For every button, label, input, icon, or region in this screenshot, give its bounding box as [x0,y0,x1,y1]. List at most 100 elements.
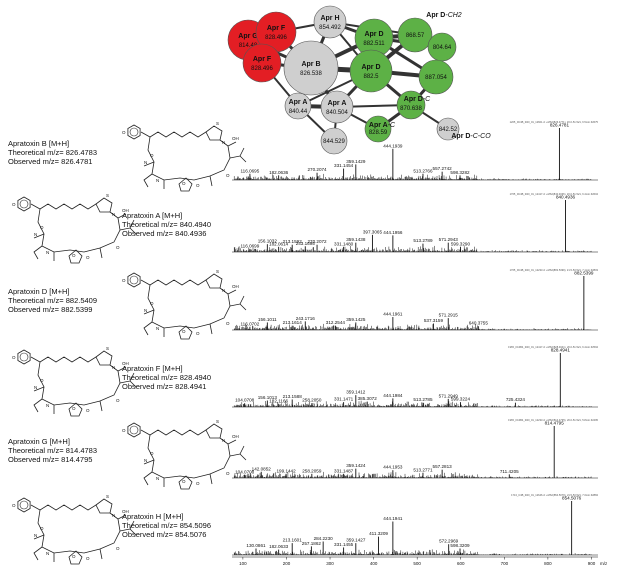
peak-label: 599.3224 [451,397,471,402]
peak-label: 116.0702 [240,321,259,326]
atom-label: O [116,398,120,403]
network-node-value: 804.64 [433,45,452,51]
peak-label: 513.2771 [413,467,433,472]
caption-name: Apratoxin B [M+H] [8,139,69,148]
network-node-name: Apr D [361,64,380,71]
peak-label: 557.2813 [433,464,453,469]
aromatic-circle [19,199,29,209]
atom-label: O [182,181,186,186]
atom-label: OH [232,284,239,289]
aromatic-circle [19,352,29,362]
peak-label: 814.4795 [545,421,565,426]
spectrum-noise [233,245,592,252]
network-node-value: 882.5 [363,74,379,80]
spectrum: 1765_0C4B_R40_01_12233.d: +MS2(882.5399)… [232,268,599,331]
network-node-circle [320,127,348,155]
peak-label: 104.0708 [235,469,255,474]
caption-name: Apratoxin G [M+H] [8,437,70,446]
network-node-name: Apr D-C-CO [451,133,491,140]
atom-label: OH [232,136,239,141]
network-node-circle [436,117,460,141]
peak-label: 130.0861 [246,543,266,548]
atom-label: N [222,438,225,443]
network-node: 887.054 [418,59,454,95]
peak-label: 331.1487 [334,468,354,473]
peak-label: 854.5076 [562,496,582,501]
atom-label: O [12,355,16,360]
compound-caption: Apratoxin F [M+H]Theoretical m/z= 828.49… [122,364,211,391]
macrocycle [147,434,231,479]
peak-label: 270.2074 [307,167,327,172]
atom-label: N [46,403,49,408]
proline-ring [68,402,83,417]
atom-label: O [196,481,200,486]
peak-label: 385.3072 [358,396,378,401]
peak-label: 104.0708 [235,398,255,403]
spectrum: 1965_0C4B4_R40_01_12233.d: +MS2(814.4795… [232,418,599,479]
network-node-value: 868.57 [406,33,425,39]
atom-label: OH [122,509,129,514]
peak-label: 571.2943 [439,237,459,242]
atom-label: O [196,331,200,336]
caption-name: Apratoxin F [M+H] [122,364,183,373]
network-node-circle [349,49,393,93]
spectrum: 1765_0C4B_R40_01_12417.d: +MS2(840.4936)… [232,192,599,253]
atom-label: N [144,458,147,463]
atom-label: O [116,245,120,250]
aromatic-circle [129,425,139,435]
peak-label: 182.0636 [269,170,289,175]
atom-label: O [12,503,16,508]
network-node-name: Apr D-C [404,96,431,103]
network-node-value: 844.529 [323,139,345,145]
atom-label: S [216,419,219,424]
peak-label: 359.1424 [346,463,366,468]
network-node-value: 840.44 [289,109,308,115]
atom-label: O [86,408,90,413]
axis-tick-label: 400 [370,561,378,566]
axis-tick-label: 700 [501,561,509,566]
peak-label: 444.1961 [383,312,403,317]
thiazoline-ring [95,498,113,514]
peak-label: 599.3290 [451,241,471,246]
atom-label: N [222,288,225,293]
spectrum-header: 1713_C4B_R40_01_12646.d: +MS2(854.5076),… [511,493,598,497]
peak-label: 213.1601 [283,538,303,543]
peak-label: 243.1695 [296,241,316,246]
atom-label: N [156,476,159,481]
peak-label: 513.2785 [413,397,433,402]
network-node-name: Apr D [364,31,383,38]
atom-label: N [144,308,147,313]
spectrum-header: 1205_0C4B_R40_01_12601.d: +MS2(826.4771)… [510,120,599,124]
caption-name: Apratoxin H [M+H] [122,512,183,521]
aromatic-circle [129,127,139,137]
caption-theo: Theoretical m/z= 882.5409 [8,296,97,305]
benzene-ring [127,124,141,140]
spectrum-header: 1965_0C4B4_R40_01_12417.d: +MS2(828.4941… [508,345,598,349]
proline-ring [68,550,83,565]
network-node-circle [242,43,282,83]
peak-label: 598.3282 [450,170,470,175]
thiazoline-ring [95,197,113,213]
axis-tick-label: 200 [283,561,291,566]
atom-label: OH [232,434,239,439]
caption-obs: Observed m/z= 854.5076 [122,530,206,539]
network-node-suffix: -C-CO [470,133,491,140]
network-node-value: 840.504 [326,110,348,116]
atom-label: N [112,513,115,518]
compound-caption: Apratoxin G [M+H]Theoretical m/z= 814.47… [8,437,97,464]
atom-label: OH [122,361,129,366]
atom-label: O [150,153,154,158]
network-node-circle [320,90,354,124]
thiazoline-ring [95,350,113,366]
axis-tick-label: 100 [239,561,247,566]
peak-label: 142.0852 [252,466,272,471]
network-node-circle [396,90,426,120]
network-node-name: Apr B [301,61,320,68]
network-node-circle [397,17,433,53]
